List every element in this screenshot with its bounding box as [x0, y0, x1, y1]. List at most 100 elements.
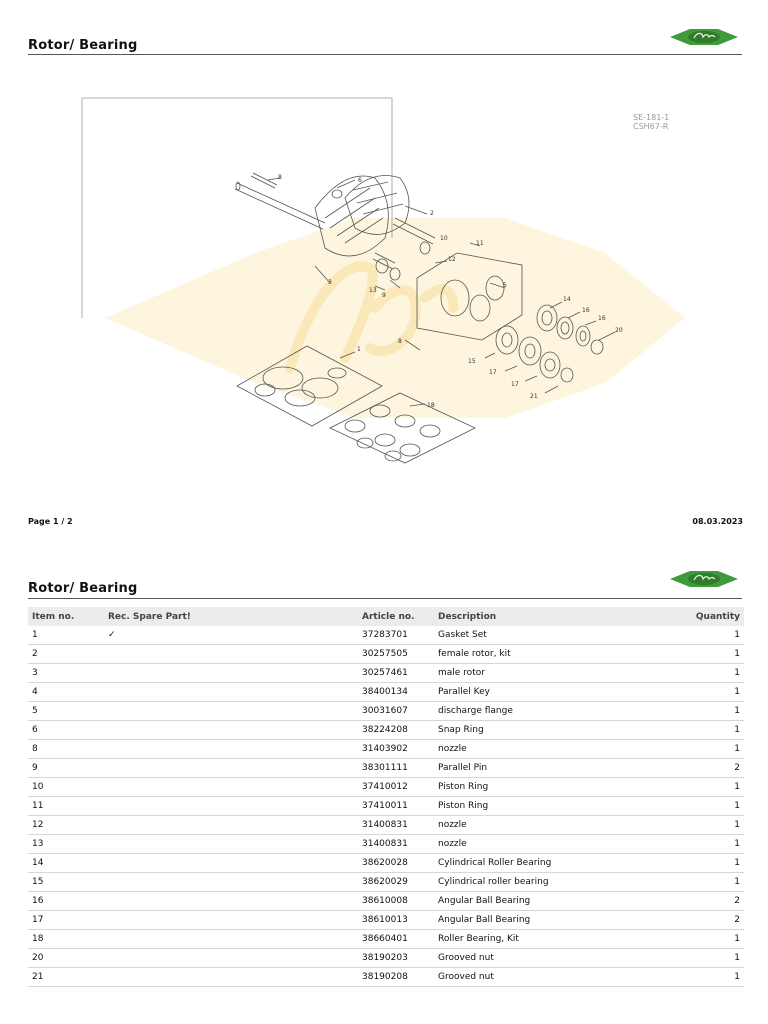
callout-3: 3 — [328, 279, 332, 286]
cell-rec-spare-part — [104, 758, 358, 778]
cell-item-no: 12 — [28, 815, 104, 835]
cell-item-no: 5 — [28, 701, 104, 721]
exploded-view-drawing: SE-181-1 CSH67-R — [81, 97, 685, 464]
cell-quantity: 1 — [688, 663, 744, 683]
callout-14: 14 — [563, 296, 571, 303]
cell-item-no: 20 — [28, 948, 104, 968]
cell-rec-spare-part — [104, 739, 358, 759]
cell-article-no: 38660401 — [358, 929, 434, 949]
cell-article-no: 31400831 — [358, 815, 434, 835]
drawing-ref-code-2: CSH67-R — [633, 122, 669, 131]
cell-quantity: 2 — [688, 758, 744, 778]
cell-article-no: 37410011 — [358, 796, 434, 816]
drawing-ref-code-1: SE-181-1 — [633, 113, 669, 122]
cell-article-no: 30257505 — [358, 644, 434, 664]
cell-rec-spare-part — [104, 834, 358, 854]
cell-item-no: 13 — [28, 834, 104, 854]
cell-item-no: 11 — [28, 796, 104, 816]
cell-item-no: 8 — [28, 739, 104, 759]
cell-description: Angular Ball Bearing — [434, 910, 688, 930]
cell-item-no: 1 — [28, 626, 104, 645]
callout-16b: 16 — [598, 315, 606, 322]
cell-item-no: 17 — [28, 910, 104, 930]
cell-rec-spare-part — [104, 891, 358, 911]
cell-rec-spare-part — [104, 682, 358, 702]
cell-rec-spare-part — [104, 967, 358, 987]
callout-16: 16 — [582, 307, 590, 314]
cell-description: Cylindrical roller bearing — [434, 872, 688, 892]
cell-quantity: 1 — [688, 777, 744, 797]
cell-rec-spare-part — [104, 796, 358, 816]
header-rule — [28, 54, 742, 55]
callout-2: 2 — [430, 210, 434, 217]
col-rec-spare-part: Rec. Spare Part! — [104, 607, 358, 626]
cell-description: Roller Bearing, Kit — [434, 929, 688, 949]
callout-18: 18 — [427, 402, 435, 409]
cell-article-no: 38610008 — [358, 891, 434, 911]
cell-quantity: 1 — [688, 967, 744, 987]
cell-item-no: 10 — [28, 777, 104, 797]
cell-article-no: 37283701 — [358, 626, 434, 645]
cell-description: Piston Ring — [434, 777, 688, 797]
cell-quantity: 1 — [688, 701, 744, 721]
cell-description: nozzle — [434, 815, 688, 835]
callout-1: 1 — [357, 346, 361, 353]
cell-article-no: 38400134 — [358, 682, 434, 702]
cell-article-no: 38620029 — [358, 872, 434, 892]
cell-article-no: 30031607 — [358, 701, 434, 721]
cell-item-no: 21 — [28, 967, 104, 987]
cell-rec-spare-part: ✓ — [104, 626, 358, 645]
cell-rec-spare-part — [104, 910, 358, 930]
cell-article-no: 31403902 — [358, 739, 434, 759]
callout-5: 5 — [503, 282, 507, 289]
cell-quantity: 1 — [688, 948, 744, 968]
callout-12: 11 — [476, 240, 484, 247]
cell-description: Cylindrical Roller Bearing — [434, 853, 688, 873]
print-date: 08.03.2023 — [692, 517, 743, 526]
callout-11: 13 — [369, 287, 377, 294]
cell-article-no: 30257461 — [358, 663, 434, 683]
cell-item-no: 14 — [28, 853, 104, 873]
cell-quantity: 1 — [688, 626, 744, 645]
cell-description: discharge flange — [434, 701, 688, 721]
cell-rec-spare-part — [104, 929, 358, 949]
cell-item-no: 6 — [28, 720, 104, 740]
col-description: Description — [434, 607, 688, 626]
col-article-no: Article no. — [358, 607, 434, 626]
callout-4: 8 — [278, 174, 282, 181]
cell-article-no: 38301111 — [358, 758, 434, 778]
cell-description: Gasket Set — [434, 626, 688, 645]
col-item-no: Item no. — [28, 607, 104, 626]
cell-description: Snap Ring — [434, 720, 688, 740]
cell-quantity: 1 — [688, 644, 744, 664]
page-title: Rotor/ Bearing — [28, 38, 138, 53]
cell-rec-spare-part — [104, 853, 358, 873]
callout-21: 21 — [530, 393, 538, 400]
parts-table: Item no. Rec. Spare Part! Article no. De… — [28, 607, 744, 987]
cell-quantity: 2 — [688, 910, 744, 930]
cell-item-no: 15 — [28, 872, 104, 892]
cell-description: nozzle — [434, 739, 688, 759]
cell-rec-spare-part — [104, 872, 358, 892]
cell-description: Parallel Pin — [434, 758, 688, 778]
callout-13: 12 — [448, 256, 456, 263]
table-header-row: Item no. Rec. Spare Part! Article no. De… — [28, 607, 744, 626]
cell-item-no: 18 — [28, 929, 104, 949]
cell-item-no: 3 — [28, 663, 104, 683]
cell-quantity: 1 — [688, 929, 744, 949]
cell-rec-spare-part — [104, 663, 358, 683]
